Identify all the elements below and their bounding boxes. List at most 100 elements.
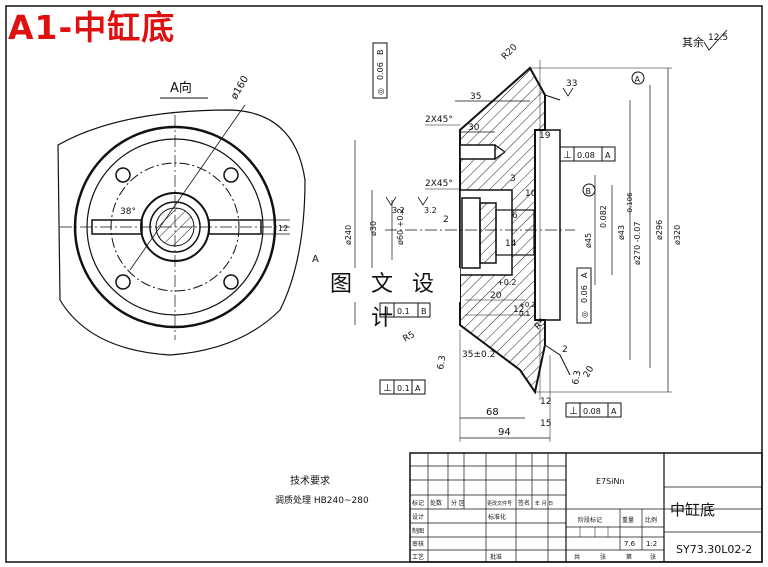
dim-r20: R20 [500,42,520,62]
fcf-perp-a-bottom: ⊥ 0.08 A [565,402,622,418]
dim-tol01: 0.1 [519,310,530,318]
svg-text:年 月 日: 年 月 日 [535,500,553,507]
dim-d35b: 35±0.2 [462,350,495,360]
dim-tol02a: +0.2 [497,278,516,287]
dim-d68: 68 [486,407,499,418]
svg-text:⊥: ⊥ [563,150,572,161]
svg-text:0.06: 0.06 [580,285,589,303]
svg-text:比例: 比例 [645,516,657,524]
dim-d12b: 12 [513,305,524,315]
roughness-note: 其余 [682,35,704,49]
dim-d63b: 6.3 [571,370,583,386]
svg-text:⊥: ⊥ [383,383,392,394]
bolt-hole-4 [223,274,239,290]
dim-d63: 6.3 [436,355,448,371]
dim-d270b: -0.106 [626,192,634,215]
dim-angle38: 38° [120,207,136,217]
svg-text:签名: 签名 [518,499,530,507]
svg-text:A: A [415,384,421,393]
svg-text:0.08: 0.08 [577,151,595,160]
svg-text:标记: 标记 [412,499,424,507]
datum-a-marker [631,71,645,85]
dim-d19: 19 [539,131,551,141]
tech-title: 技术要求 [290,474,330,487]
dim-d12: 12 [278,224,288,233]
dim-d45: ø45 [584,233,593,248]
svg-text:A: A [635,75,641,84]
dim-d240: ø240 [344,225,353,245]
dim-d320: ø320 [673,225,682,245]
view-a-label: A向 [170,80,192,96]
svg-text:工艺: 工艺 [412,553,424,561]
svg-text:⊥: ⊥ [383,306,392,317]
watermark: 图 文 设 计 [310,268,460,331]
svg-text:共: 共 [574,553,580,561]
fcf-flatness-top-right: ⊥ 0.08 A [559,146,616,162]
dim-d43: ø43 [617,225,626,240]
thread-hole [459,144,496,160]
svg-text:阶段标记: 阶段标记 [578,516,602,524]
svg-text:B: B [421,307,427,316]
dim-d32: 3.2 [392,206,405,215]
dim-d94: 94 [498,427,511,438]
svg-text:批准: 批准 [490,553,502,561]
dim-d10: 10 [525,189,537,199]
drawing-code: SY73.30L02-2 [676,543,752,556]
dim-d12c: 12 [540,397,551,407]
bushing-section [479,202,497,264]
section-letter-a: A [312,254,319,265]
svg-text:B: B [376,50,385,56]
section-view: ø240 ø30 ø60 +0.2 ø45 0.082 ø43 ø270 -0.… [344,29,728,442]
svg-text:重量: 重量 [622,516,634,524]
svg-text:张: 张 [650,553,656,561]
dim-d296: ø296 [655,220,664,240]
fcf-perp-b: ⊥ 0.1 B [379,302,431,318]
dim-a33: 33 [566,79,577,89]
dim-d082: 0.082 [599,205,608,228]
svg-text:0.1: 0.1 [397,384,410,393]
svg-text:审核: 审核 [412,540,424,548]
fcf-position-side: ◎ 0.06 A [576,267,592,324]
svg-text:更改文件号: 更改文件号 [487,500,512,507]
svg-text:张: 张 [600,553,606,561]
dim-d15: 15 [540,419,551,429]
weight-value: 7.6 [624,540,636,548]
sheet-border [5,5,763,563]
datum-b-marker [582,183,596,197]
svg-text:A: A [611,407,617,416]
svg-text:A: A [580,272,589,278]
bolt-hole-1 [115,167,131,183]
svg-text:处数: 处数 [430,499,442,507]
bolt-hole-3 [115,274,131,290]
fcf-position-top: ◎ 0.06 B [372,42,388,99]
svg-text:设计: 设计 [412,513,424,521]
svg-text:分 区: 分 区 [451,499,465,507]
dim-d2c: 2 [562,345,568,355]
scale-value: 1:2 [646,540,657,548]
svg-text:⊥: ⊥ [569,406,578,417]
view-a: A向 ø160 38° 12 [57,74,319,356]
dim-chamfer2: 2X45° [425,179,453,189]
svg-text:第: 第 [626,553,632,561]
dim-d3: 3 [510,174,516,184]
dim-d20a: 20 [490,291,502,301]
title-block: 标记 处数 分 区 更改文件号 签名 年 月 日 设计 标准化 制图 审核 工艺… [409,452,763,563]
dim-d32b: 3.2 [424,206,437,215]
svg-text:◎: ◎ [376,88,385,95]
drawing-header-title: A1-中缸底 [8,8,176,47]
view-a-outline [57,109,306,356]
material: E7SiNn [596,477,625,486]
dim-d270: ø270 -0.07 [633,222,642,265]
svg-text:B: B [586,187,592,196]
roughness-value: 12.5 [708,33,728,43]
tech-text: 调质处理 HB240~280 [275,494,369,506]
svg-text:0.1: 0.1 [397,307,410,316]
dim-r5: R5 [402,330,417,345]
svg-text:A: A [605,151,611,160]
dim-d30: 30 [468,123,480,133]
dim-tol02b: +0.2 [519,301,536,309]
svg-text:0.08: 0.08 [583,407,601,416]
dim-d14: 14 [505,239,517,249]
fcf-perp-a-left: ⊥ 0.1 A [379,379,426,395]
